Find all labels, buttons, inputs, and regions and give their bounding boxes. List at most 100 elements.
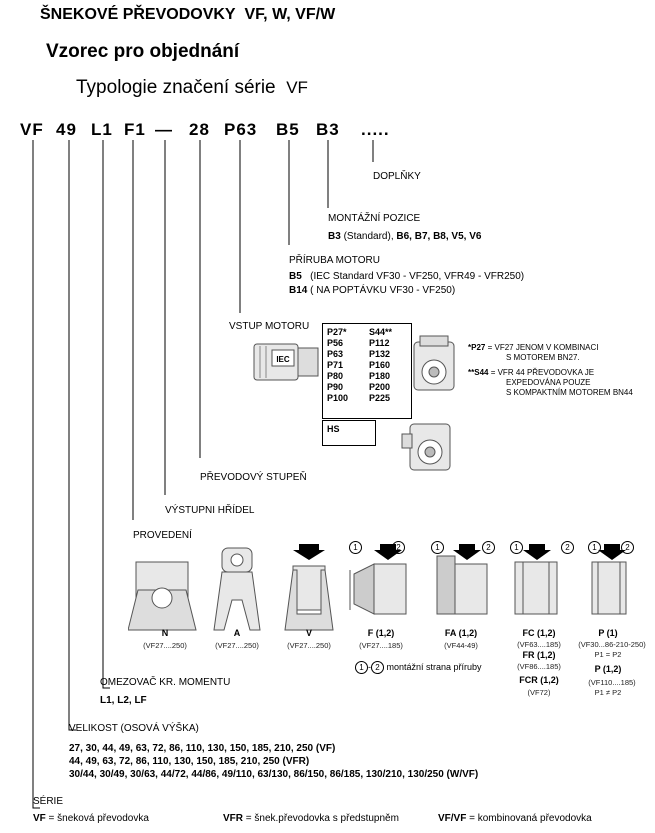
series-vf: VF = šneková převodovka: [33, 813, 149, 824]
circle-marker: 1: [588, 541, 601, 554]
version-p12-note: P1 ≠ P2: [594, 688, 622, 697]
version-v-drawing: [284, 544, 334, 631]
version-v-range: (VF27....250): [287, 641, 331, 650]
version-drawings: [128, 544, 627, 631]
version-title: PROVEDENÍ: [133, 530, 192, 541]
circle-marker: 2: [561, 541, 574, 554]
circle-marker: 1: [431, 541, 444, 554]
subtitle: Vzorec pro objednání: [46, 41, 240, 62]
mounting-title: MONTÁŽNÍ POZICE: [328, 213, 421, 224]
version-p-range: (VF30...86-210-250): [578, 640, 646, 649]
version-p12-label: P (1,2): [594, 664, 622, 674]
code-part-motor-input: P63: [224, 120, 258, 139]
series-vfvf-text: = kombinovaná převodovka: [466, 813, 592, 824]
motor-left-col: P27* P56 P63 P71 P80 P90 P100: [327, 327, 348, 404]
motor-option: P112: [369, 338, 390, 348]
size-line-vf: 27, 30, 44, 49, 63, 72, 86, 110, 130, 15…: [69, 743, 336, 754]
flange-side-text: montážní strana příruby: [384, 662, 482, 672]
code-part-flange: B5: [276, 120, 300, 139]
series-vfr: VFR = šnek.převodovka s předstupněm: [223, 813, 399, 824]
series-vfvf: VF/VF = kombinovaná převodovka: [438, 813, 592, 824]
typology-line: Typologie značení série VF: [76, 77, 308, 99]
code-part-options: .....: [361, 120, 390, 139]
series-vfr-key: VFR: [223, 813, 243, 824]
limiter-values: L1, L2, LF: [100, 695, 147, 706]
motor-option: P27*: [327, 327, 347, 337]
version-a-label: A: [233, 628, 241, 638]
note-s44-line1: = VFR 44 PŘEVODOVKA JE: [490, 368, 595, 377]
version-fa-range: (VF44-49): [444, 641, 478, 650]
version-fc-range: (VF63....185): [517, 640, 561, 649]
motor-iec-label: IEC: [276, 355, 290, 364]
flange-b14-text: ( NA POPTÁVKU VF30 - VF250): [310, 285, 456, 296]
version-fc-label: FC (1,2): [522, 628, 556, 638]
output-shaft-title: VÝSTUPNI HŘÍDEL: [165, 505, 255, 516]
note-s44-key: **S44: [468, 368, 489, 377]
flange-b5-key: B5: [289, 271, 302, 282]
size-line-vfr: 44, 49, 63, 72, 86, 110, 130, 150, 185, …: [69, 756, 310, 767]
series-title: SÉRIE: [33, 796, 64, 807]
series-vfr-text: = šnek.převodovka s předstupněm: [243, 813, 399, 824]
version-p-note: P1 = P2: [594, 650, 622, 659]
version-fr-label: FR (1,2): [522, 650, 556, 660]
note-p27-line1: = VF27 JENOM V KOMBINACI: [487, 343, 599, 352]
code-part-limiter: L1: [91, 120, 113, 139]
gearbox-drawing-top: [413, 335, 455, 391]
motor-option: P90: [327, 382, 344, 392]
motor-option: P200: [369, 382, 391, 392]
motor-option: P180: [369, 371, 391, 381]
typology-label: Typologie značení série: [76, 77, 276, 98]
version-f-range: (VF27....185): [359, 641, 403, 650]
motor-option: P225: [369, 393, 391, 403]
code-part-ratio: 28: [189, 120, 210, 139]
version-n-drawing: [128, 561, 197, 631]
version-p-drawing: [591, 544, 627, 615]
note-p27-line2: S MOTOREM BN27.: [506, 353, 580, 362]
version-fcr-label: FCR (1,2): [519, 675, 559, 685]
code-part-mounting: B3: [316, 120, 340, 139]
flange-b5-text: (IEC Standard VF30 - VF250, VFR49 - VFR2…: [310, 271, 525, 282]
title-text: ŠNEKOVÉ PŘEVODOVKY: [40, 6, 236, 23]
version-fcr-range: (VF72): [527, 688, 551, 697]
size-title: VELIKOST (OSOVÁ VÝŠKA): [69, 723, 199, 734]
mounting-rest: B6, B7, B8, V5, V6: [396, 231, 482, 242]
mounting-standard: (Standard),: [340, 231, 397, 242]
version-f-drawing: [349, 544, 407, 615]
note-s44: **S44 = VFR 44 PŘEVODOVKA JE EXPEDOVÁNA …: [468, 368, 633, 398]
circle-marker: 2: [392, 541, 405, 554]
version-fr-range: (VF86....185): [517, 662, 561, 671]
code-part-vf: VF: [20, 120, 44, 139]
motor-option: P56: [327, 338, 344, 348]
version-f-label: F (1,2): [367, 628, 395, 638]
hs-label: HS: [327, 424, 340, 434]
version-p-label: P (1): [598, 628, 618, 638]
series-vf-key: VF: [33, 813, 46, 824]
size-line-wvf: 30/44, 30/49, 30/63, 44/72, 44/86, 49/11…: [69, 769, 479, 780]
ratio-title: PŘEVODOVÝ STUPEŇ: [200, 472, 307, 483]
series-vf-text: = šneková převodovka: [45, 813, 149, 824]
note-s44-line2: EXPEDOVÁNA POUZE: [506, 378, 591, 387]
note-p27: *P27 = VF27 JENOM V KOMBINACI S MOTOREM …: [468, 343, 599, 363]
motor-option: P132: [369, 349, 391, 359]
version-v-label: V: [305, 628, 312, 638]
motor-input-table: P27* P56 P63 P71 P80 P90 P100 S44** P112…: [322, 323, 412, 419]
note-p27-key: *P27: [468, 343, 486, 352]
mounting-values: B3 (Standard), B6, B7, B8, V5, V6: [328, 231, 481, 242]
title-series: VF, W, VF/W: [244, 6, 336, 23]
circle-marker: 2: [371, 661, 384, 674]
circle-marker: 2: [482, 541, 495, 554]
version-n-label: N: [161, 628, 169, 638]
version-n-range: (VF27....250): [143, 641, 187, 650]
motor-option: S44**: [369, 327, 393, 337]
flange-b14: B14 ( NA POPTÁVKU VF30 - VF250): [289, 285, 455, 296]
motor-drawing: IEC: [253, 343, 319, 381]
circle-marker: 1: [349, 541, 362, 554]
circle-marker: 1: [355, 661, 368, 674]
flange-side-note: 1-2 montážní strana příruby: [355, 661, 482, 674]
motor-option: P100: [327, 393, 349, 403]
version-fa-label: FA (1,2): [444, 628, 478, 638]
